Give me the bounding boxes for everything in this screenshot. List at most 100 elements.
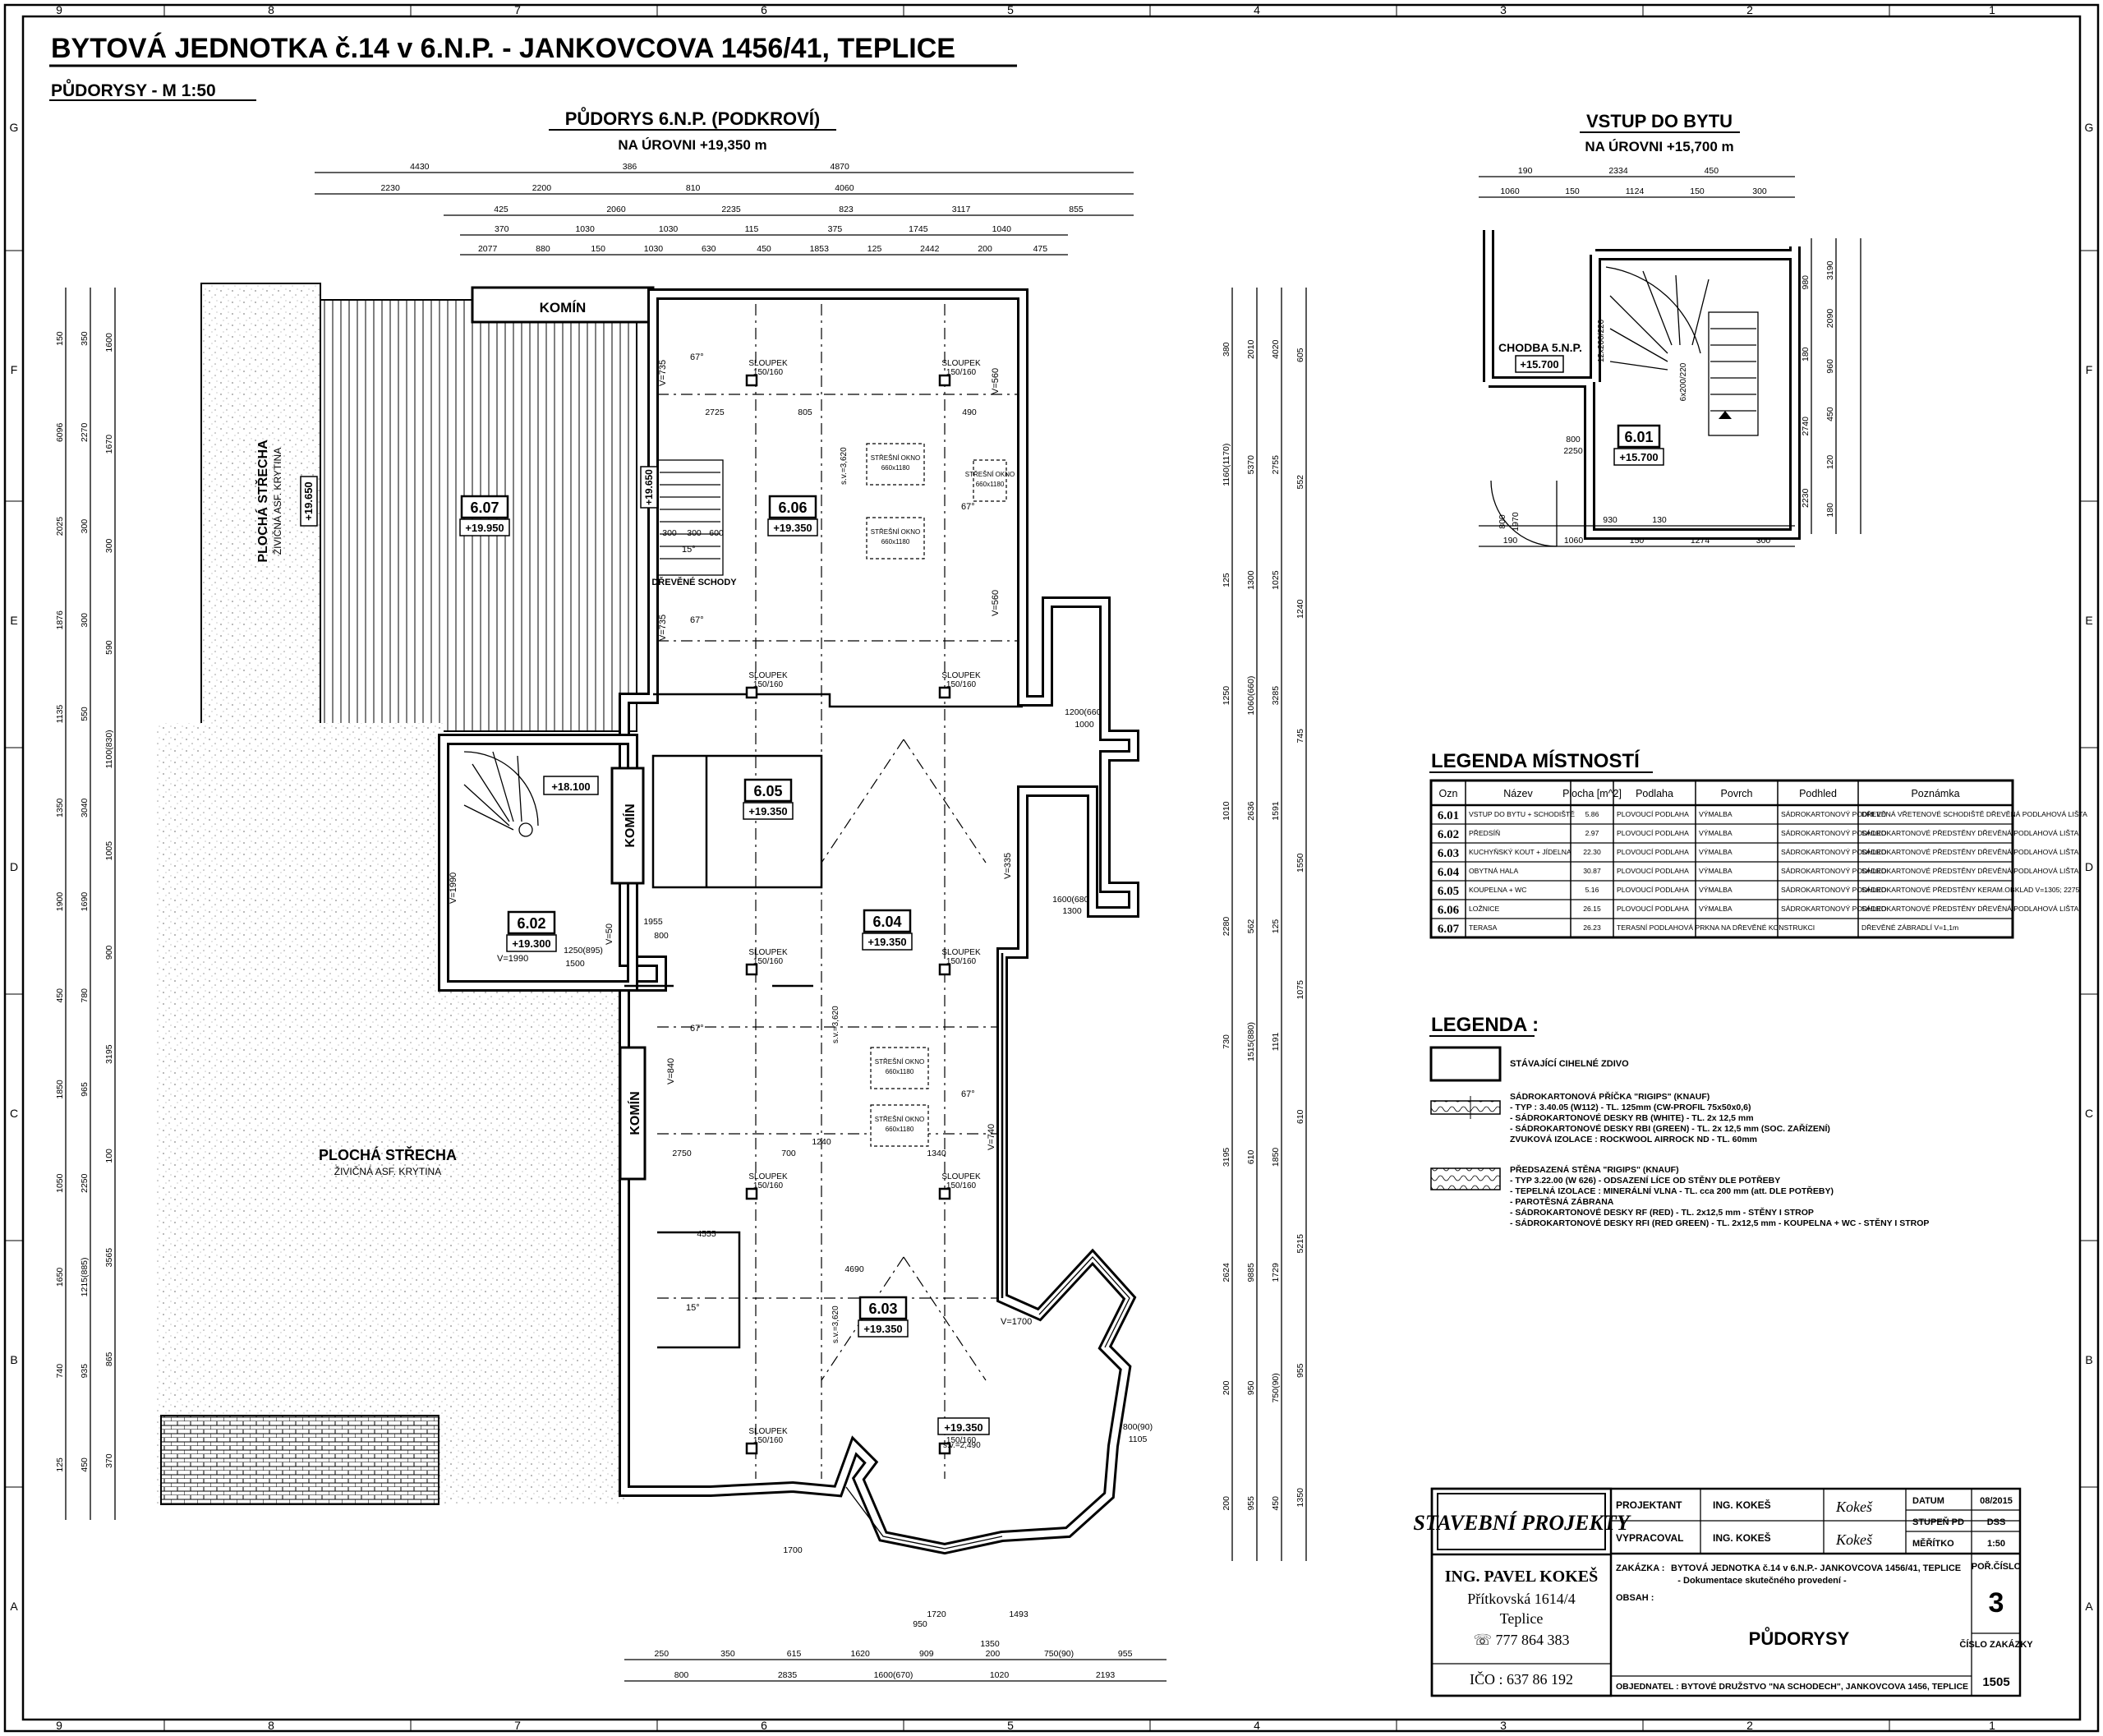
entry-dim-bot-a-0: 930 xyxy=(1603,515,1618,525)
entry-dim-right-b-1: 2090 xyxy=(1825,309,1835,329)
dim-top-r4-1: 880 xyxy=(536,244,550,254)
entry-dim-bot-b-0: 190 xyxy=(1503,536,1518,546)
room-code-box-6.06 xyxy=(768,495,817,519)
dim-left-b-1: 2270 xyxy=(80,423,90,443)
entry-dim-right-a-3: 2230 xyxy=(1801,488,1811,508)
column-label-3: SLOUPEK xyxy=(941,671,981,680)
dim-inner-6: 1500 xyxy=(565,959,585,969)
dim-left-a-1: 6096 xyxy=(55,423,65,443)
dim-right-c-4: 1591 xyxy=(1271,801,1281,821)
rooms-legend-title: LEGENDA MÍSTNOSTÍ xyxy=(1431,749,1641,772)
chimney-mid xyxy=(610,767,645,885)
dim-right-a-10: 200 xyxy=(1222,1496,1231,1511)
signature-1: Kokeš xyxy=(1835,1499,1873,1515)
column-size-3: 150/160 xyxy=(946,680,977,689)
skylight-label-2: STŘEŠNÍ OKNO xyxy=(965,471,1015,478)
sv-label-4: s.v.=2,490 xyxy=(943,1441,981,1450)
rooms-table-cell-4-6: SÁDROKARTONOVÉ PŘEDSTĚNY KERAM.OBKLAD V=… xyxy=(1861,886,2080,894)
dim-right-a-2: 125 xyxy=(1222,573,1231,587)
dim-top-r2-4: 3117 xyxy=(952,205,971,214)
room-code-6.05: 6.05 xyxy=(753,783,782,799)
dim-right-d-2: 1240 xyxy=(1295,599,1305,619)
column-label-8: SLOUPEK xyxy=(748,1427,788,1436)
datum-label: DATUM xyxy=(1912,1496,1944,1506)
dim-left-c-0: 1600 xyxy=(104,333,114,352)
dim-top-r4-10: 475 xyxy=(1033,244,1048,254)
dim-inner-1: 1493 xyxy=(1009,1609,1028,1619)
dim-left-a-5: 1350 xyxy=(55,798,65,817)
right-dimensions: 3801160(1170)125125010102280730319526242… xyxy=(1222,339,1305,1510)
grid-col-bottom-2: 2 xyxy=(1746,1719,1753,1732)
dim-inner-16: 1105 xyxy=(1129,1434,1148,1444)
column-label-0: SLOUPEK xyxy=(748,359,788,368)
dim-left-b-7: 780 xyxy=(80,988,90,1003)
height-label-c2: V=1990 xyxy=(497,954,528,964)
entry-dim-top-a-0: 190 xyxy=(1518,166,1533,176)
legend-item-3-line-4: - SÁDROKARTONOVÉ DESKY RF (RED) - TL. 2x… xyxy=(1510,1207,1814,1218)
dimension-lines xyxy=(65,172,1307,1682)
rooms-table-cell-0-6: DŘEVĚNÁ VŘETENOVÉ SCHODIŠTĚ DŘEVĚNÁ PODL… xyxy=(1861,810,2087,818)
dim-bot-b-4: 2193 xyxy=(1096,1670,1116,1680)
entry-dim-top-b-2: 1124 xyxy=(1626,186,1645,196)
dim-top-r3-3: 115 xyxy=(745,224,759,234)
entry-dim-misc-2: 800 xyxy=(1498,514,1507,529)
dim-top-r1-0: 2230 xyxy=(380,183,400,193)
rooms-table-cell-3-2: 30.87 xyxy=(1583,867,1601,875)
skylight-label-4: STŘEŠNÍ OKNO xyxy=(875,1116,924,1123)
dim-left-c-10: 865 xyxy=(104,1352,114,1366)
entry-dim-bot-b-2: 150 xyxy=(1630,536,1645,546)
legend-item-2-line-0: SÁDROKARTONOVÁ PŘÍČKA "RIGIPS" (KNAUF) xyxy=(1510,1091,1710,1102)
rooms-table-cell-3-0: 6.04 xyxy=(1438,866,1460,879)
zakazka-label: ZAKÁZKA : xyxy=(1616,1563,1664,1573)
entry-dim-right-b-5: 180 xyxy=(1825,503,1835,518)
dim-inner-10: 800 xyxy=(654,931,669,941)
dim-right-c-10: 450 xyxy=(1271,1496,1281,1511)
main-plan-title: PŮDORYS 6.N.P. (PODKROVÍ) xyxy=(565,106,821,129)
legend-item-3-line-2: - TEPELNÁ IZOLACE : MINERÁLNÍ VLNA - TL.… xyxy=(1510,1186,1834,1196)
rooms-table-cell-4-4: VÝMALBA xyxy=(1699,886,1733,894)
legend-brick-symbol xyxy=(1429,1046,1502,1082)
main-plan-level: NA ÚROVNI +19,350 m xyxy=(618,137,766,153)
dim-top-r4-0: 2077 xyxy=(478,244,498,254)
designer-ico: IČO : 637 86 192 xyxy=(1470,1670,1573,1688)
entry-dim-misc-0: 800 xyxy=(1566,435,1581,444)
dim-inner-2: 950 xyxy=(913,1619,927,1629)
column-size-4: 150/160 xyxy=(753,957,784,966)
rooms-table-cell-5-4: VÝMALBA xyxy=(1699,905,1733,913)
vypracoval-label: VYPRACOVAL xyxy=(1616,1532,1683,1544)
cislo-zakazky-value: 1505 xyxy=(1982,1675,2009,1689)
grid-col-bottom-6: 6 xyxy=(761,1719,767,1732)
rooms-table-cell-6-0: 6.07 xyxy=(1438,923,1460,936)
entry-dim-top-a-2: 450 xyxy=(1705,166,1719,176)
skylight-size-4: 660x1180 xyxy=(886,1126,914,1133)
dim-right-b-2: 1300 xyxy=(1246,570,1256,590)
meritko-label: MĚŘÍTKO xyxy=(1912,1538,1954,1549)
dim-right-b-8: 9885 xyxy=(1246,1263,1256,1282)
designer-name: ING. PAVEL KOKEŠ xyxy=(1445,1566,1599,1586)
dim-left-c-5: 1005 xyxy=(104,841,114,861)
rooms-table-cell-3-3: PLOVOUCÍ PODLAHA xyxy=(1617,867,1689,875)
column-5 xyxy=(938,963,951,976)
sv-label-2: s.v.=3,620 xyxy=(831,1006,840,1043)
dim-right-a-1: 1160(1170) xyxy=(1222,444,1231,486)
grid-col-top-1: 1 xyxy=(1989,3,1995,16)
dim-right-d-0: 605 xyxy=(1295,348,1305,362)
dim-right-b-0: 2010 xyxy=(1246,339,1256,359)
grid-row-right-C: C xyxy=(2085,1107,2093,1120)
dim-top-r0-1: 386 xyxy=(623,162,637,172)
dim-left-b-10: 1215(885) xyxy=(80,1257,90,1296)
dim-right-d-6: 610 xyxy=(1295,1109,1305,1124)
dim-bot-a-7: 955 xyxy=(1118,1649,1133,1659)
rooms-table-cell-6-3: TERASNÍ PODLAHOVÁ PRKNA NA DŘEVĚNÉ KONST… xyxy=(1617,923,1815,932)
column-label-2: SLOUPEK xyxy=(748,671,788,680)
rooms-table-cell-6-2: 26.23 xyxy=(1583,923,1601,932)
room-level-6.03: +19.350 xyxy=(863,1323,902,1335)
room-code-box-6.04 xyxy=(863,909,912,933)
dim-top-r4-9: 200 xyxy=(978,244,992,254)
column-8 xyxy=(745,1442,758,1455)
rooms-table-cell-3-5: SÁDROKARTONOVÝ PODHLED xyxy=(1781,867,1886,875)
designer-phone: ☏ 777 864 383 xyxy=(1473,1632,1569,1648)
